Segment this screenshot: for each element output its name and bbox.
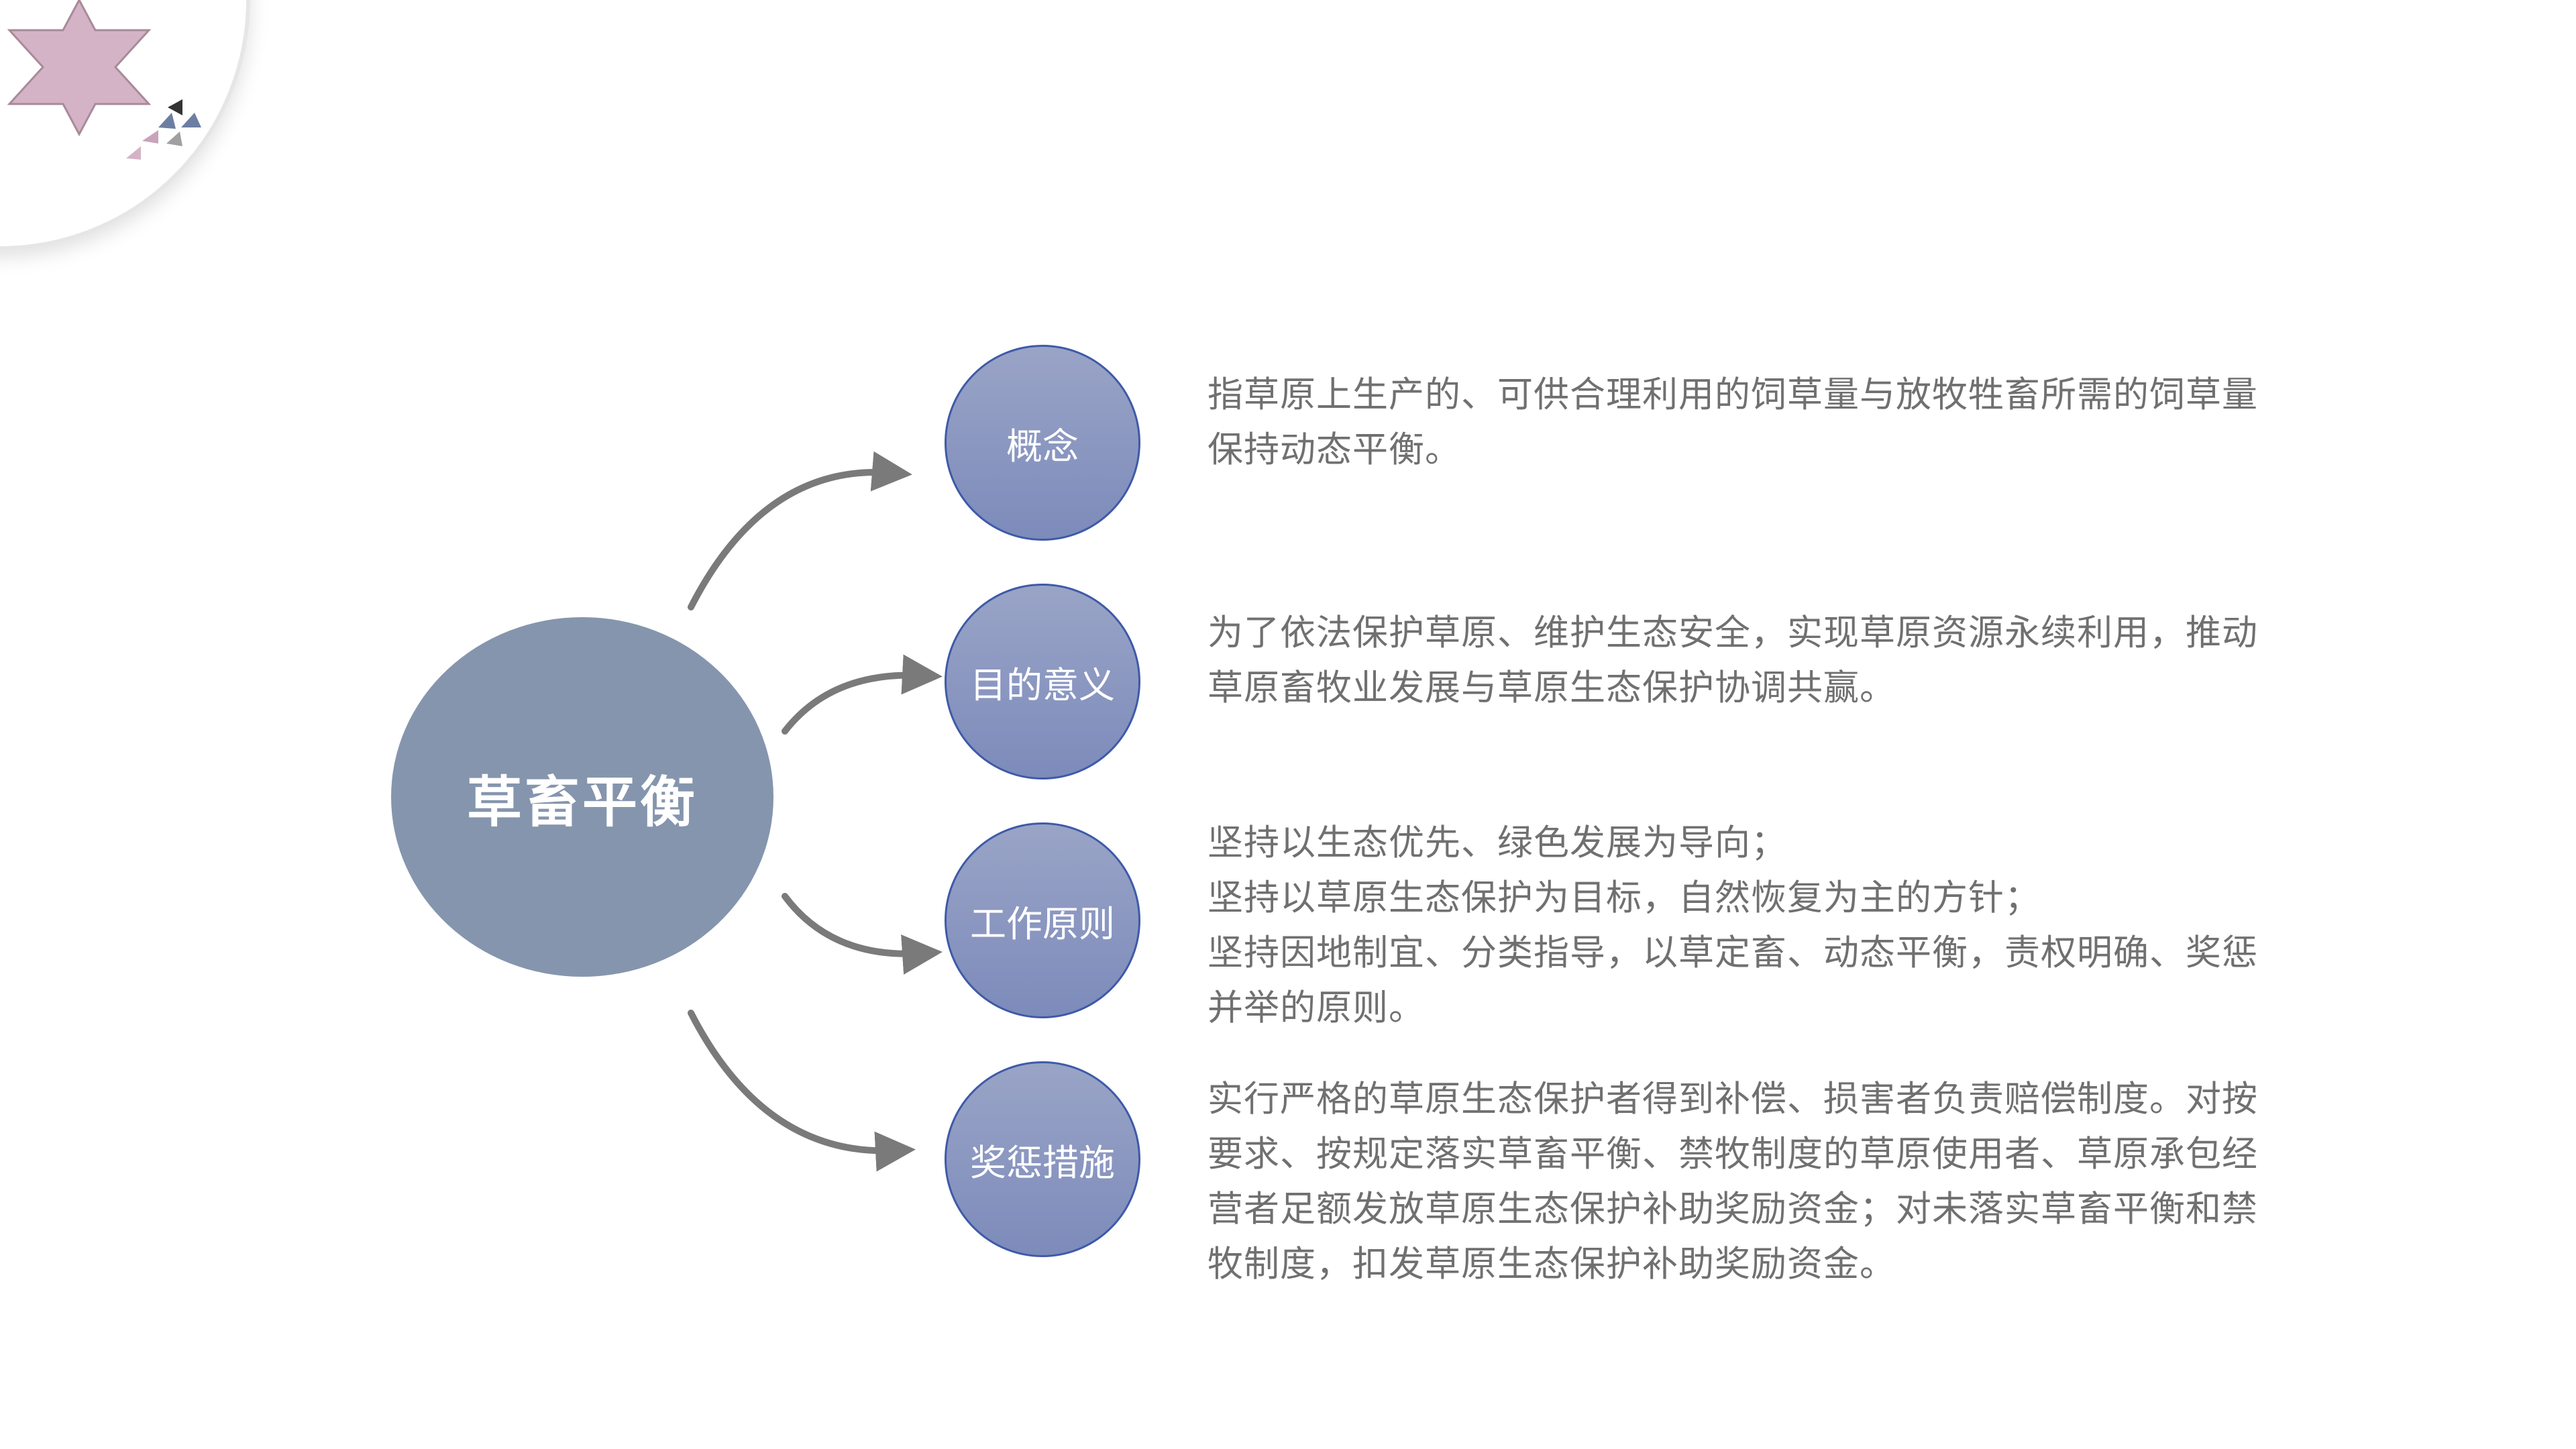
description-line: 并举的原则。: [1208, 987, 1425, 1028]
arrow-to-node-0: [688, 451, 912, 610]
triangle-icon: [168, 99, 182, 115]
node-label: 概念: [1006, 425, 1079, 468]
description-purpose: 为了依法保护草原、维护生态安全，实现草原资源永续利用，推动 草原畜牧业发展与草原…: [1208, 606, 2334, 716]
description-line: 为了依法保护草原、维护生态安全，实现草原资源永续利用，推动: [1208, 612, 2258, 653]
node-purpose: 目的意义: [945, 584, 1140, 780]
arrow-to-node-3: [688, 1010, 916, 1172]
node-concept: 概念: [945, 345, 1140, 541]
node-principles: 工作原则: [945, 822, 1140, 1018]
arrow-to-node-1: [782, 654, 943, 735]
triangle-icon: [158, 113, 176, 129]
description-principles: 坚持以生态优先、绿色发展为导向； 坚持以草原生态保护为目标，自然恢复为主的方针；…: [1208, 816, 2334, 1036]
arrow-to-node-2: [782, 893, 943, 975]
node-label: 奖惩措施: [970, 1141, 1115, 1184]
description-concept: 指草原上生产的、可供合理利用的饲草量与放牧牲畜所需的饲草量 保持动态平衡。: [1208, 368, 2334, 478]
node-label: 目的意义: [970, 663, 1115, 706]
description-line: 营者足额发放草原生态保护补助奖励资金；对未落实草畜平衡和禁: [1208, 1189, 2258, 1230]
triangle-icon: [126, 146, 141, 160]
description-line: 实行严格的草原生态保护者得到补偿、损害者负责赔偿制度。对按: [1208, 1079, 2258, 1120]
node-label: 工作原则: [970, 902, 1115, 945]
corner-decoration: [0, 0, 250, 250]
description-line: 坚持因地制宜、分类指导，以草定畜、动态平衡，责权明确、奖惩: [1208, 932, 2258, 973]
description-line: 坚持以草原生态保护为目标，自然恢复为主的方针；: [1208, 877, 2041, 918]
description-line: 坚持以生态优先、绿色发展为导向；: [1208, 822, 1787, 863]
center-circle: 草畜平衡: [391, 617, 773, 977]
triangle-icon: [142, 130, 158, 144]
six-point-star-icon: [7, 0, 152, 137]
triangle-icon: [166, 131, 182, 146]
description-line: 草原畜牧业发展与草原生态保护协调共赢。: [1208, 667, 1896, 708]
description-measures: 实行严格的草原生态保护者得到补偿、损害者负责赔偿制度。对按 要求、按规定落实草畜…: [1208, 1072, 2334, 1292]
triangle-icon: [181, 113, 201, 127]
description-line: 指草原上生产的、可供合理利用的饲草量与放牧牲畜所需的饲草量: [1208, 374, 2258, 415]
description-line: 保持动态平衡。: [1208, 429, 1461, 470]
description-line: 牧制度，扣发草原生态保护补助奖励资金。: [1208, 1244, 1896, 1285]
node-measures: 奖惩措施: [945, 1061, 1140, 1257]
center-label: 草畜平衡: [466, 770, 698, 835]
description-line: 要求、按规定落实草畜平衡、禁牧制度的草原使用者、草原承包经: [1208, 1134, 2258, 1175]
